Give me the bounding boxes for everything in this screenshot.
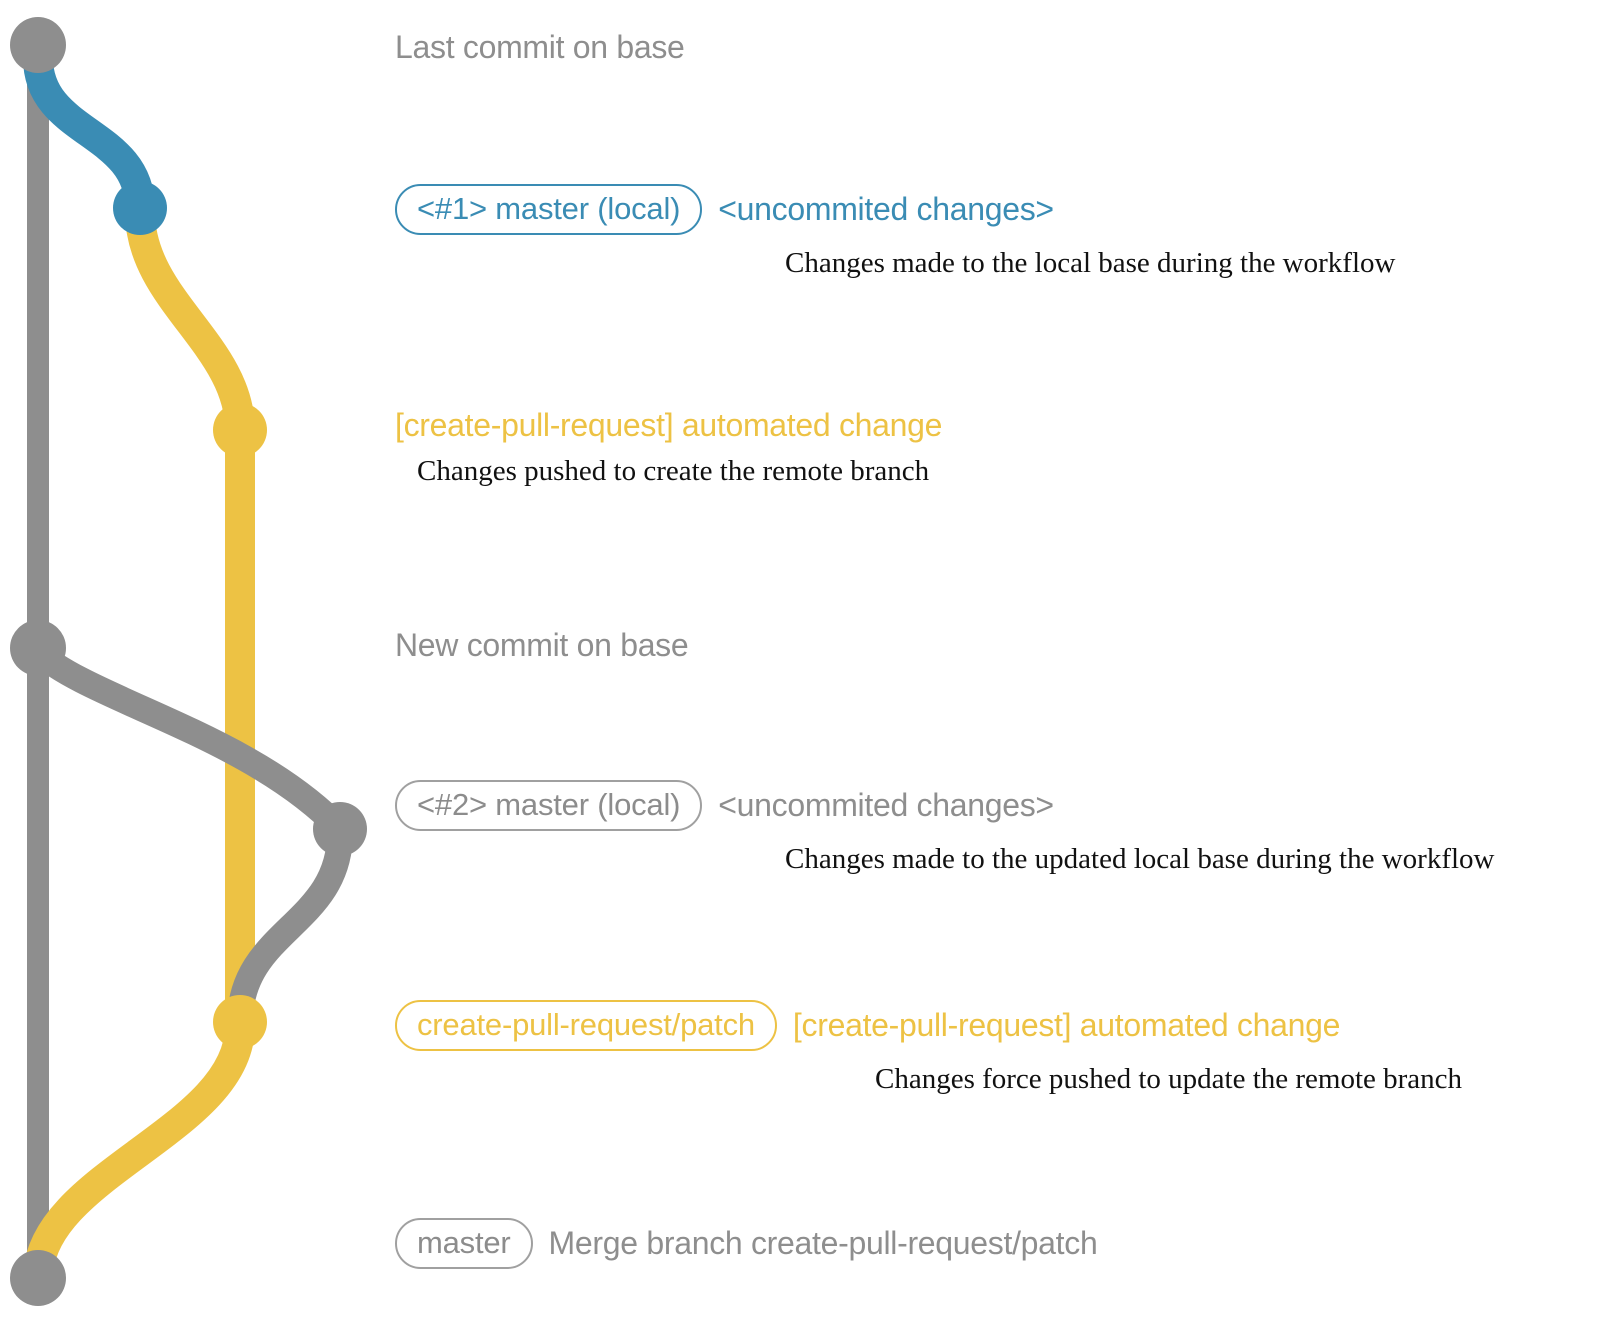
commit-description-local-2: Changes made to the updated local base d… xyxy=(785,843,1495,875)
commit-row-head: <#1> master (local) <uncommited changes> xyxy=(395,184,1054,235)
commit-description-patch: Changes force pushed to update the remot… xyxy=(875,1063,1463,1095)
commit-row-local-1: <#1> master (local) <uncommited changes>… xyxy=(395,184,1395,280)
branch-badge-local-1[interactable]: <#1> master (local) xyxy=(395,184,703,235)
commit-row-head: Last commit on base xyxy=(395,29,685,65)
commit-headline-local-1: <uncommited changes> xyxy=(718,190,1054,227)
commit-headline-automated-1: [create-pull-request] automated change xyxy=(395,407,943,443)
branch-badge-master[interactable]: master xyxy=(395,1218,533,1269)
commit-node-local-1[interactable] xyxy=(113,181,167,235)
commit-description-local-1: Changes made to the local base during th… xyxy=(785,247,1396,279)
commit-node-merge[interactable] xyxy=(10,1250,66,1306)
commit-headline-last-commit: Last commit on base xyxy=(395,29,685,65)
commit-row-patch: create-pull-request/patch [create-pull-r… xyxy=(395,1000,1462,1096)
commit-node-base-new[interactable] xyxy=(10,620,66,676)
commit-row-head: New commit on base xyxy=(395,627,689,663)
commit-node-base-head[interactable] xyxy=(10,17,66,73)
branch-badge-local-2[interactable]: <#2> master (local) xyxy=(395,780,703,831)
commit-headline-new-commit: New commit on base xyxy=(395,627,689,663)
branch-badge-patch[interactable]: create-pull-request/patch xyxy=(395,1000,777,1051)
branch-line-merge xyxy=(23,1011,255,1293)
commit-row-head: create-pull-request/patch [create-pull-r… xyxy=(395,1000,1340,1051)
branch-line-local-2 xyxy=(25,639,353,842)
commit-description-automated-1: Changes pushed to create the remote bran… xyxy=(417,455,930,488)
branch-line-local-2-return xyxy=(227,820,353,1035)
commit-node-local-2[interactable] xyxy=(313,802,367,856)
commit-node-automated-2[interactable] xyxy=(213,995,267,1049)
commit-row-new-commit: New commit on base xyxy=(395,627,689,663)
commit-row-last-commit: Last commit on base xyxy=(395,29,685,65)
commit-row-automated-1: [create-pull-request] automated change C… xyxy=(395,407,943,488)
commit-row-local-2: <#2> master (local) <uncommited changes>… xyxy=(395,780,1495,876)
commit-headline-patch: [create-pull-request] automated change xyxy=(792,1006,1341,1043)
commit-row-head: [create-pull-request] automated change xyxy=(395,407,943,443)
commit-headline-master: Merge branch create-pull-request/patch xyxy=(548,1224,1098,1261)
commit-headline-local-2: <uncommited changes> xyxy=(718,786,1054,823)
commit-row-master: master Merge branch create-pull-request/… xyxy=(395,1218,1098,1269)
commit-node-automated-1[interactable] xyxy=(213,403,267,457)
commit-row-head: <#2> master (local) <uncommited changes> xyxy=(395,780,1054,831)
commit-row-head: master Merge branch create-pull-request/… xyxy=(395,1218,1098,1269)
